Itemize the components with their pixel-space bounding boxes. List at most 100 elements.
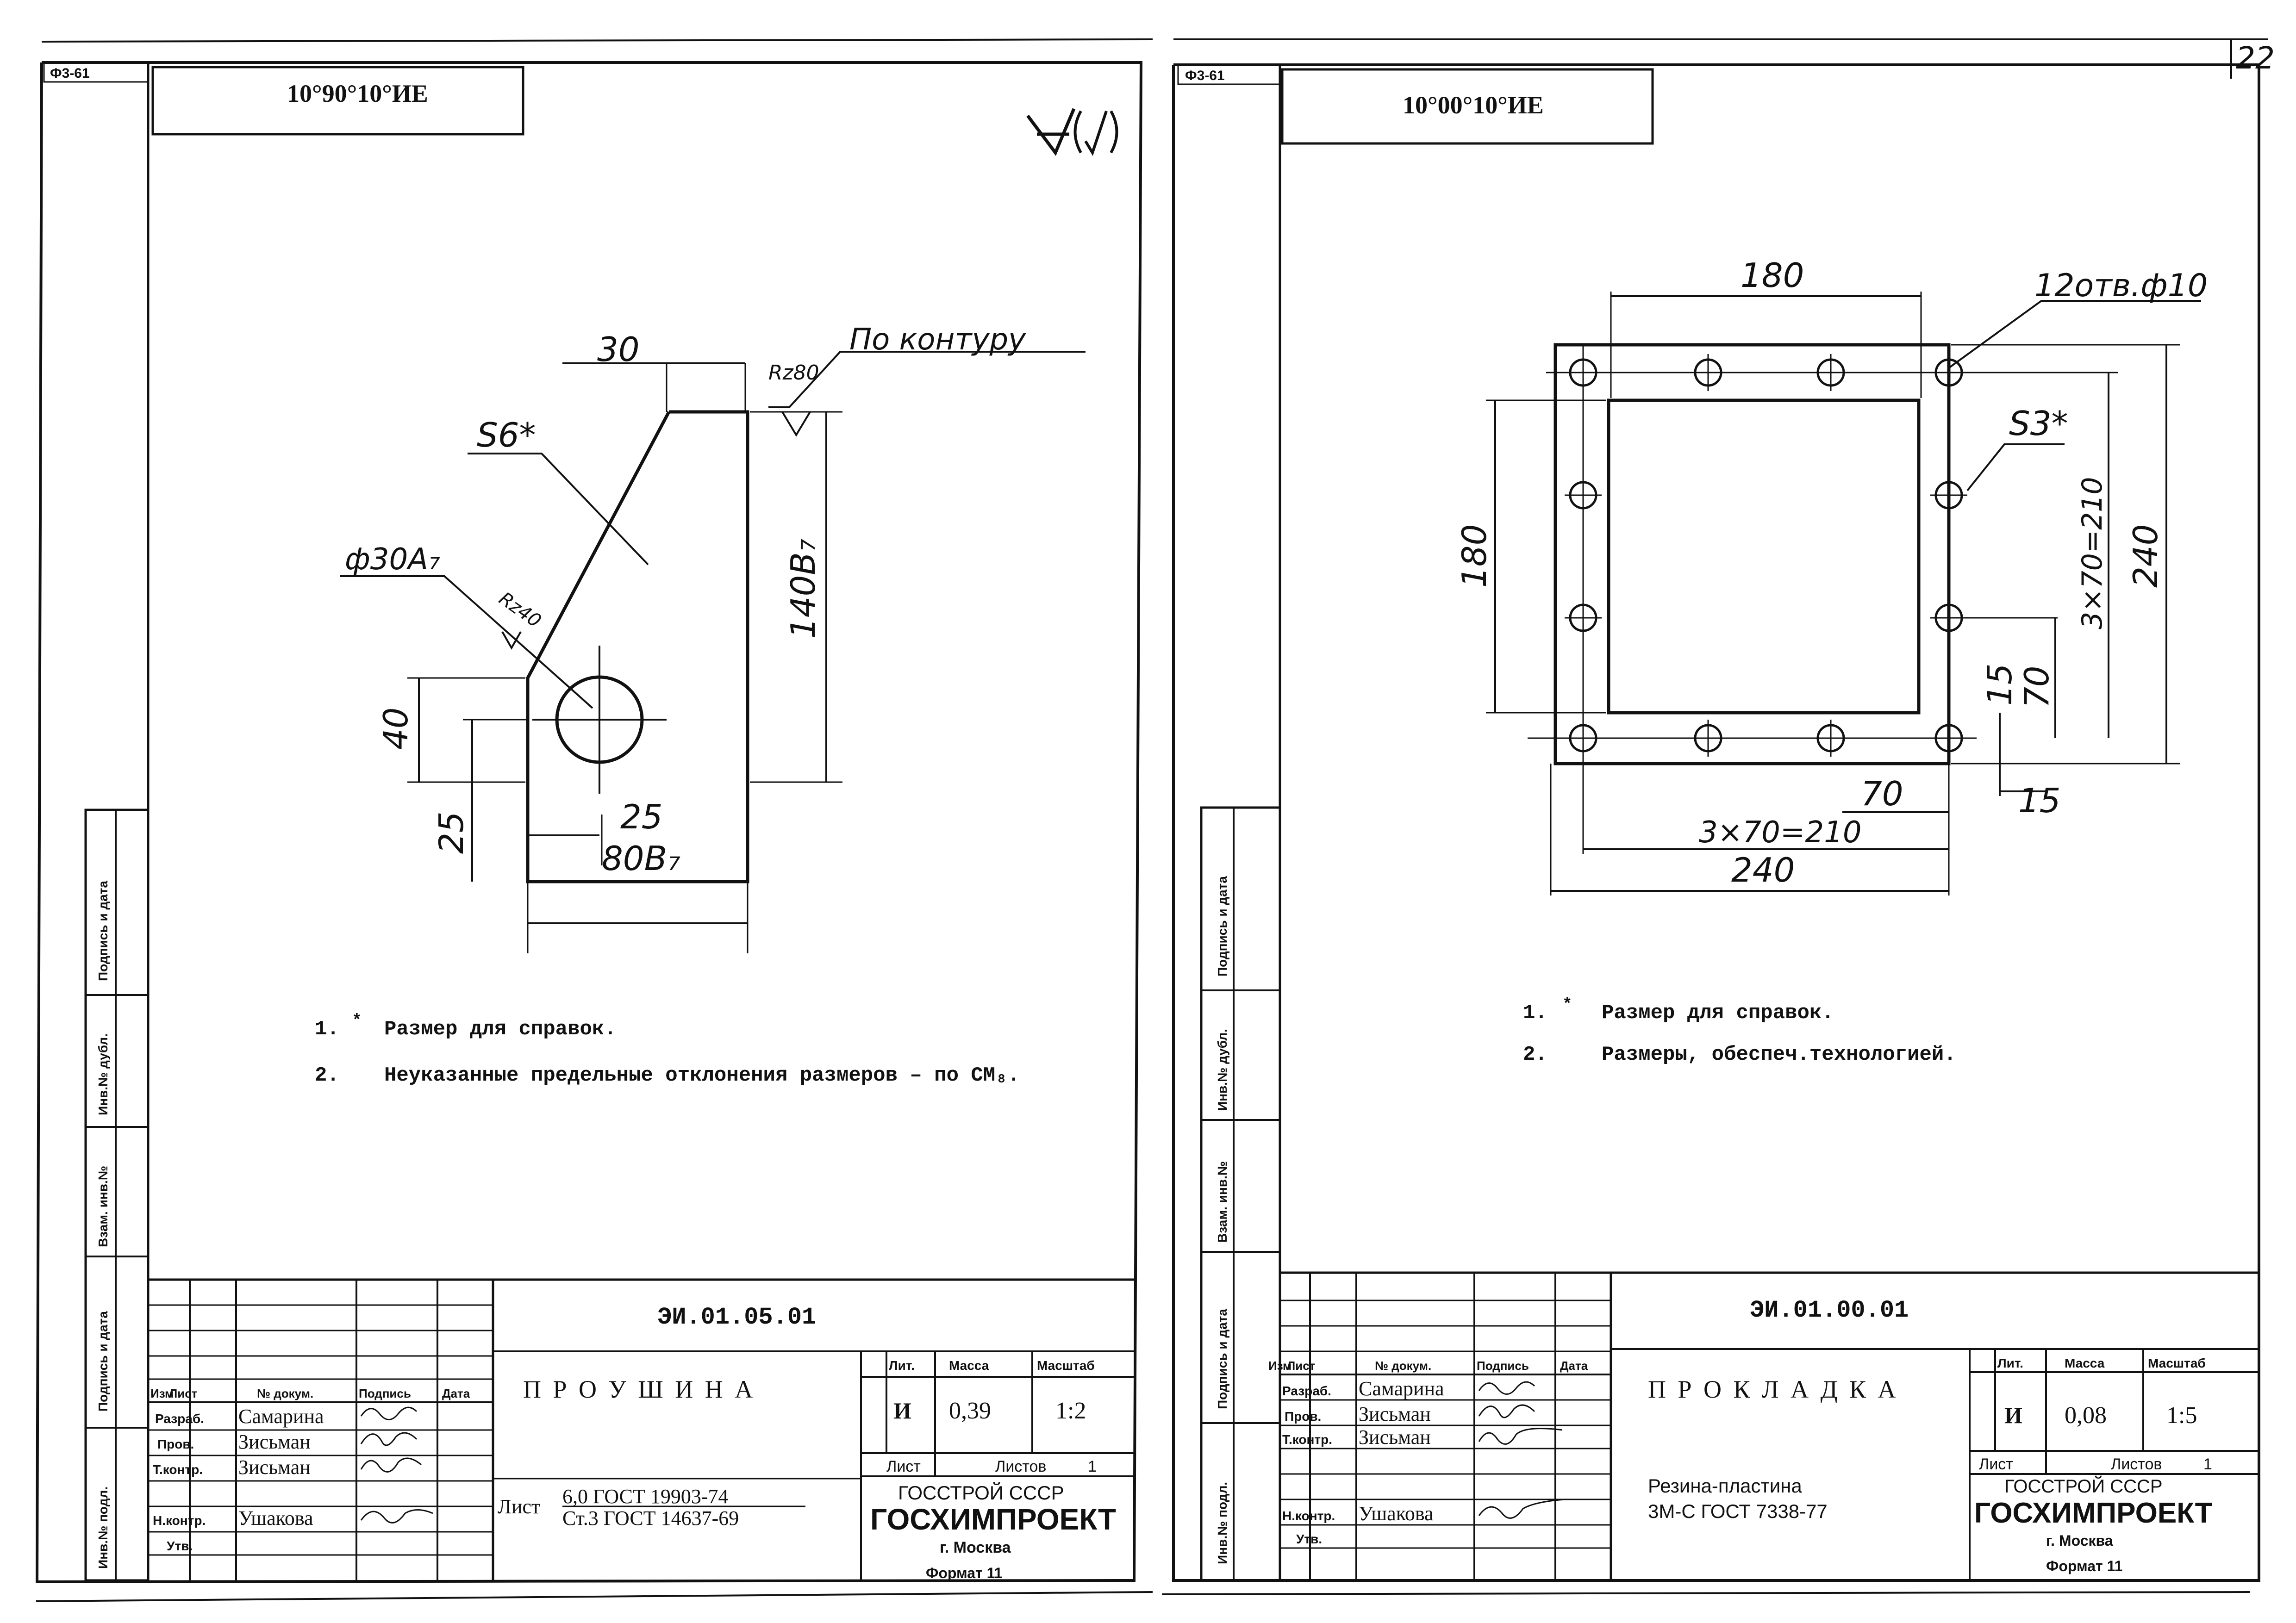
city: г. Москва bbox=[2046, 1532, 2113, 1549]
gasket-drawing bbox=[1486, 292, 2201, 895]
th-doc: № докум. bbox=[1375, 1359, 1431, 1373]
sheets-count-label: Листов bbox=[995, 1458, 1046, 1475]
code-stamp: 10°90°10°ИЕ bbox=[287, 80, 428, 107]
format-code: Ф3-61 bbox=[50, 66, 90, 81]
role-utv: Утв. bbox=[167, 1539, 193, 1553]
th-sign: Подпись bbox=[1477, 1359, 1529, 1373]
stamp-inv-dubl: Инв.№ дубл. bbox=[1215, 1029, 1229, 1111]
dim-25v: 25 bbox=[432, 811, 471, 854]
sheet-label: Лист bbox=[1979, 1455, 2013, 1473]
mass-value: 0,39 bbox=[949, 1398, 991, 1424]
scale-header: Масштаб bbox=[2148, 1356, 2206, 1370]
sheet-right: Ф3-61 10°00°10°ИЕ bbox=[1161, 38, 2268, 1595]
city: г. Москва bbox=[940, 1539, 1011, 1556]
lit-header: Лит. bbox=[889, 1358, 915, 1373]
dim-180-top: 180 bbox=[1741, 256, 1804, 295]
doc-number: ЭИ.01.00.01 bbox=[1750, 1297, 1909, 1324]
dim-holes: 12отв.ф10 bbox=[2034, 267, 2208, 304]
role-nkontr: Н.контр. bbox=[1282, 1509, 1335, 1523]
name-nkontr: Ушакова bbox=[238, 1507, 313, 1530]
dim-40: 40 bbox=[376, 707, 415, 750]
name-razrab: Самарина bbox=[1359, 1377, 1444, 1400]
name-nkontr: Ушакова bbox=[1359, 1502, 1434, 1525]
dim-140: 140В₇ bbox=[784, 539, 823, 639]
dim-phi30: ф30А₇ bbox=[345, 542, 440, 577]
signatures bbox=[360, 1406, 433, 1524]
org2: ГОСХИМПРОЕКТ bbox=[870, 1503, 1116, 1536]
th-list: Лист bbox=[169, 1387, 198, 1400]
material-line2: Ст.3 ГОСТ 14637-69 bbox=[562, 1507, 739, 1530]
title-block-left: Изм Лист № докум. Подпись Дата Разраб. П… bbox=[148, 1278, 1134, 1581]
lit-value: И bbox=[893, 1398, 911, 1424]
hole-markers bbox=[1569, 358, 1963, 752]
dim-contour: По контуру bbox=[849, 323, 1026, 357]
part-title: П Р О У Ш И Н А bbox=[523, 1375, 755, 1403]
stamp-podp: Подпись и дата bbox=[1215, 876, 1229, 976]
dim-rz40: Rz40 bbox=[495, 588, 545, 632]
page-number: 22 bbox=[2236, 40, 2275, 76]
roughness-symbol-icon bbox=[1026, 108, 1118, 156]
material-line2: 3М-С ГОСТ 7338-77 bbox=[1648, 1500, 1828, 1522]
dim-s6: S6* bbox=[477, 416, 536, 454]
material-label: Лист bbox=[498, 1495, 540, 1518]
dim-3x70-h: 3×70=210 bbox=[1699, 815, 1862, 850]
dim-15-h: 15 bbox=[2018, 781, 2061, 820]
sheets-count-label: Листов bbox=[2111, 1455, 2162, 1473]
material-line1: 6,0 ГОСТ 19903-74 bbox=[562, 1485, 729, 1508]
sheet-left: Ф3-61 10°90°10°ИЕ bbox=[35, 38, 1153, 1602]
dim-15-v: 15 bbox=[1980, 663, 2019, 706]
part-title: П Р О К Л А Д К А bbox=[1648, 1375, 1899, 1403]
scale-header: Масштаб bbox=[1037, 1358, 1095, 1373]
dim-70-h: 70 bbox=[1861, 774, 1903, 813]
format-code: Ф3-61 bbox=[1185, 68, 1225, 83]
stamp-inv-podl: Инв.№ подл. bbox=[96, 1486, 110, 1569]
stamp-vzam: Взам. инв.№ bbox=[96, 1166, 110, 1247]
org1: ГОССТРОЙ СССР bbox=[2004, 1475, 2163, 1497]
stamp-podp: Подпись и дата bbox=[96, 881, 110, 981]
dim-70-v: 70 bbox=[2017, 665, 2056, 708]
name-prov: Зисьман bbox=[238, 1430, 311, 1453]
lug-drawing bbox=[340, 351, 1086, 953]
note-2-num: 2. bbox=[1523, 1043, 1547, 1066]
note-1-mark: * bbox=[1562, 995, 1572, 1014]
name-tkontr: Зисьман bbox=[238, 1456, 311, 1479]
org1: ГОССТРОЙ СССР bbox=[898, 1481, 1064, 1504]
role-razrab: Разраб. bbox=[1282, 1384, 1331, 1398]
side-stamp-left: Подпись и дата Инв.№ дубл. Взам. инв.№ П… bbox=[84, 808, 150, 1582]
title-block-right: Изм Лист № докум. Подпись Дата Разраб. П… bbox=[1268, 1271, 2259, 1580]
role-tkontr: Т.контр. bbox=[153, 1462, 203, 1477]
note-1-mark: * bbox=[352, 1011, 362, 1030]
note-1-num: 1. bbox=[315, 1018, 339, 1041]
name-tkontr: Зисьман bbox=[1359, 1426, 1431, 1449]
role-razrab: Разраб. bbox=[155, 1412, 204, 1426]
note-1-text: Размер для справок. bbox=[384, 1018, 617, 1041]
role-utv: Утв. bbox=[1296, 1532, 1322, 1546]
format: Формат 11 bbox=[926, 1565, 1002, 1581]
th-date: Дата bbox=[442, 1387, 470, 1400]
name-prov: Зисьман bbox=[1359, 1403, 1431, 1425]
th-date: Дата bbox=[1560, 1359, 1588, 1373]
th-sign: Подпись bbox=[359, 1387, 411, 1400]
role-tkontr: Т.контр. bbox=[1282, 1432, 1332, 1447]
dim-25h: 25 bbox=[620, 797, 663, 836]
mass-value: 0,08 bbox=[2065, 1402, 2107, 1429]
stamp-podp2: Подпись и дата bbox=[96, 1311, 110, 1412]
dim-240-v: 240 bbox=[2126, 524, 2165, 588]
lit-header: Лит. bbox=[1997, 1356, 2023, 1370]
th-list: Лист bbox=[1287, 1359, 1316, 1373]
dim-s3: S3* bbox=[2009, 404, 2068, 443]
dim-30: 30 bbox=[597, 330, 640, 369]
signatures bbox=[1478, 1381, 1565, 1519]
dim-3x70-v: 3×70=210 bbox=[2076, 477, 2109, 629]
stamp-inv-podl: Инв.№ подл. bbox=[1215, 1482, 1229, 1564]
note-2-text: Размеры, обеспеч.технологией. bbox=[1602, 1043, 1956, 1066]
role-prov: Пров. bbox=[1285, 1409, 1321, 1424]
role-prov: Пров. bbox=[157, 1437, 194, 1451]
dim-180-left: 180 bbox=[1455, 524, 1494, 588]
note-1-text: Размер для справок. bbox=[1602, 1001, 1834, 1025]
org2: ГОСХИМПРОЕКТ bbox=[1974, 1497, 2213, 1529]
code-stamp: 10°00°10°ИЕ bbox=[1403, 91, 1544, 119]
format: Формат 11 bbox=[2046, 1558, 2122, 1574]
doc-number: ЭИ.01.05.01 bbox=[657, 1304, 816, 1331]
